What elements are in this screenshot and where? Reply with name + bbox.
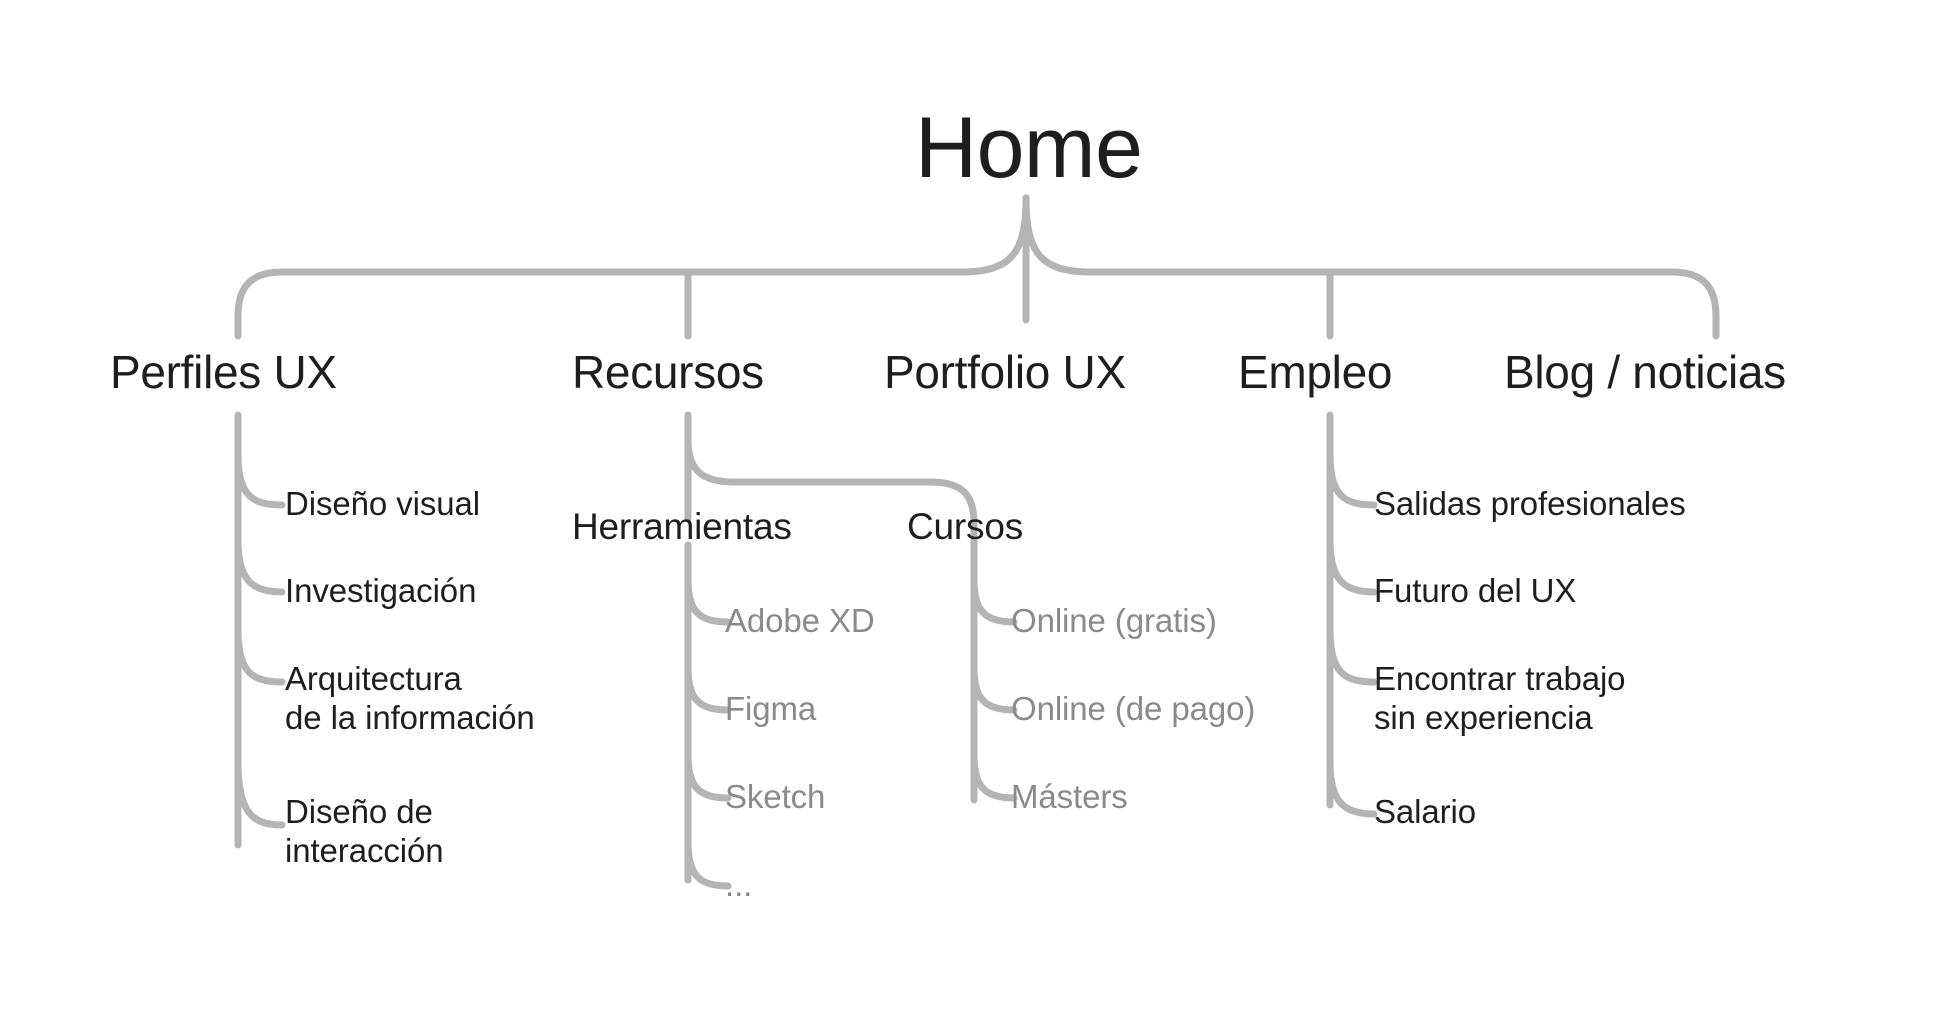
node-arquitectura-informacion[interactable]: Arquitectura de la información bbox=[285, 660, 535, 738]
connector-tick-empleo-1 bbox=[1326, 451, 1378, 509]
node-masters[interactable]: Másters bbox=[1011, 778, 1128, 815]
node-encontrar-trabajo-sin-experiencia[interactable]: Encontrar trabajo sin experiencia bbox=[1374, 660, 1626, 738]
node-herramientas[interactable]: Herramientas bbox=[572, 506, 792, 547]
connector-tick-perfiles-3 bbox=[234, 626, 286, 686]
node-online-gratis[interactable]: Online (gratis) bbox=[1011, 602, 1217, 639]
node-diseno-visual[interactable]: Diseño visual bbox=[285, 485, 480, 522]
node-investigacion[interactable]: Investigación bbox=[285, 572, 477, 609]
connector-tick-herramientas-3 bbox=[684, 751, 732, 802]
node-salidas-profesionales[interactable]: Salidas profesionales bbox=[1374, 485, 1686, 522]
connector-tick-perfiles-4 bbox=[234, 758, 286, 829]
connector-tick-empleo-2 bbox=[1326, 536, 1378, 596]
node-arquitectura-line2: de la información bbox=[285, 698, 535, 736]
connector-tick-herramientas-1 bbox=[684, 576, 732, 626]
connector-bus-right bbox=[1022, 194, 1720, 340]
connector-tick-cursos-2 bbox=[970, 664, 1018, 714]
node-herramientas-more[interactable]: ... bbox=[725, 866, 753, 903]
connector-tick-cursos-1 bbox=[970, 576, 1018, 626]
node-recursos[interactable]: Recursos bbox=[572, 346, 764, 398]
connector-tick-herramientas-4 bbox=[684, 838, 732, 890]
node-encontrar-trabajo-line2: sin experiencia bbox=[1374, 698, 1593, 736]
node-encontrar-trabajo-line1: Encontrar trabajo bbox=[1374, 660, 1626, 697]
connector-tick-empleo-3 bbox=[1326, 626, 1378, 686]
node-cursos[interactable]: Cursos bbox=[907, 506, 1023, 547]
node-online-de-pago[interactable]: Online (de pago) bbox=[1011, 690, 1256, 727]
connector-tick-empleo-4 bbox=[1326, 758, 1378, 818]
connector-tick-cursos-3 bbox=[970, 751, 1018, 802]
node-diseno-interaccion-line2: interacción bbox=[285, 831, 444, 869]
connector-tick-perfiles-1 bbox=[234, 451, 286, 509]
node-diseno-interaccion-line1: Diseño de bbox=[285, 793, 433, 830]
node-sketch[interactable]: Sketch bbox=[725, 778, 826, 815]
node-home[interactable]: Home bbox=[915, 100, 1143, 196]
node-diseno-interaccion[interactable]: Diseño de interacción bbox=[285, 793, 444, 871]
node-salario[interactable]: Salario bbox=[1374, 793, 1477, 830]
node-figma[interactable]: Figma bbox=[725, 690, 817, 727]
connector-tick-perfiles-2 bbox=[234, 536, 286, 596]
node-arquitectura-line1: Arquitectura bbox=[285, 660, 462, 697]
node-adobe-xd[interactable]: Adobe XD bbox=[725, 602, 875, 639]
connector-bus-left bbox=[234, 194, 1030, 340]
node-portfolio-ux[interactable]: Portfolio UX bbox=[884, 346, 1126, 398]
connector-tick-herramientas-2 bbox=[684, 664, 732, 714]
node-blog-noticias[interactable]: Blog / noticias bbox=[1504, 346, 1786, 398]
node-empleo[interactable]: Empleo bbox=[1238, 346, 1393, 398]
node-futuro-del-ux[interactable]: Futuro del UX bbox=[1374, 572, 1577, 609]
node-perfiles-ux[interactable]: Perfiles UX bbox=[110, 346, 337, 398]
